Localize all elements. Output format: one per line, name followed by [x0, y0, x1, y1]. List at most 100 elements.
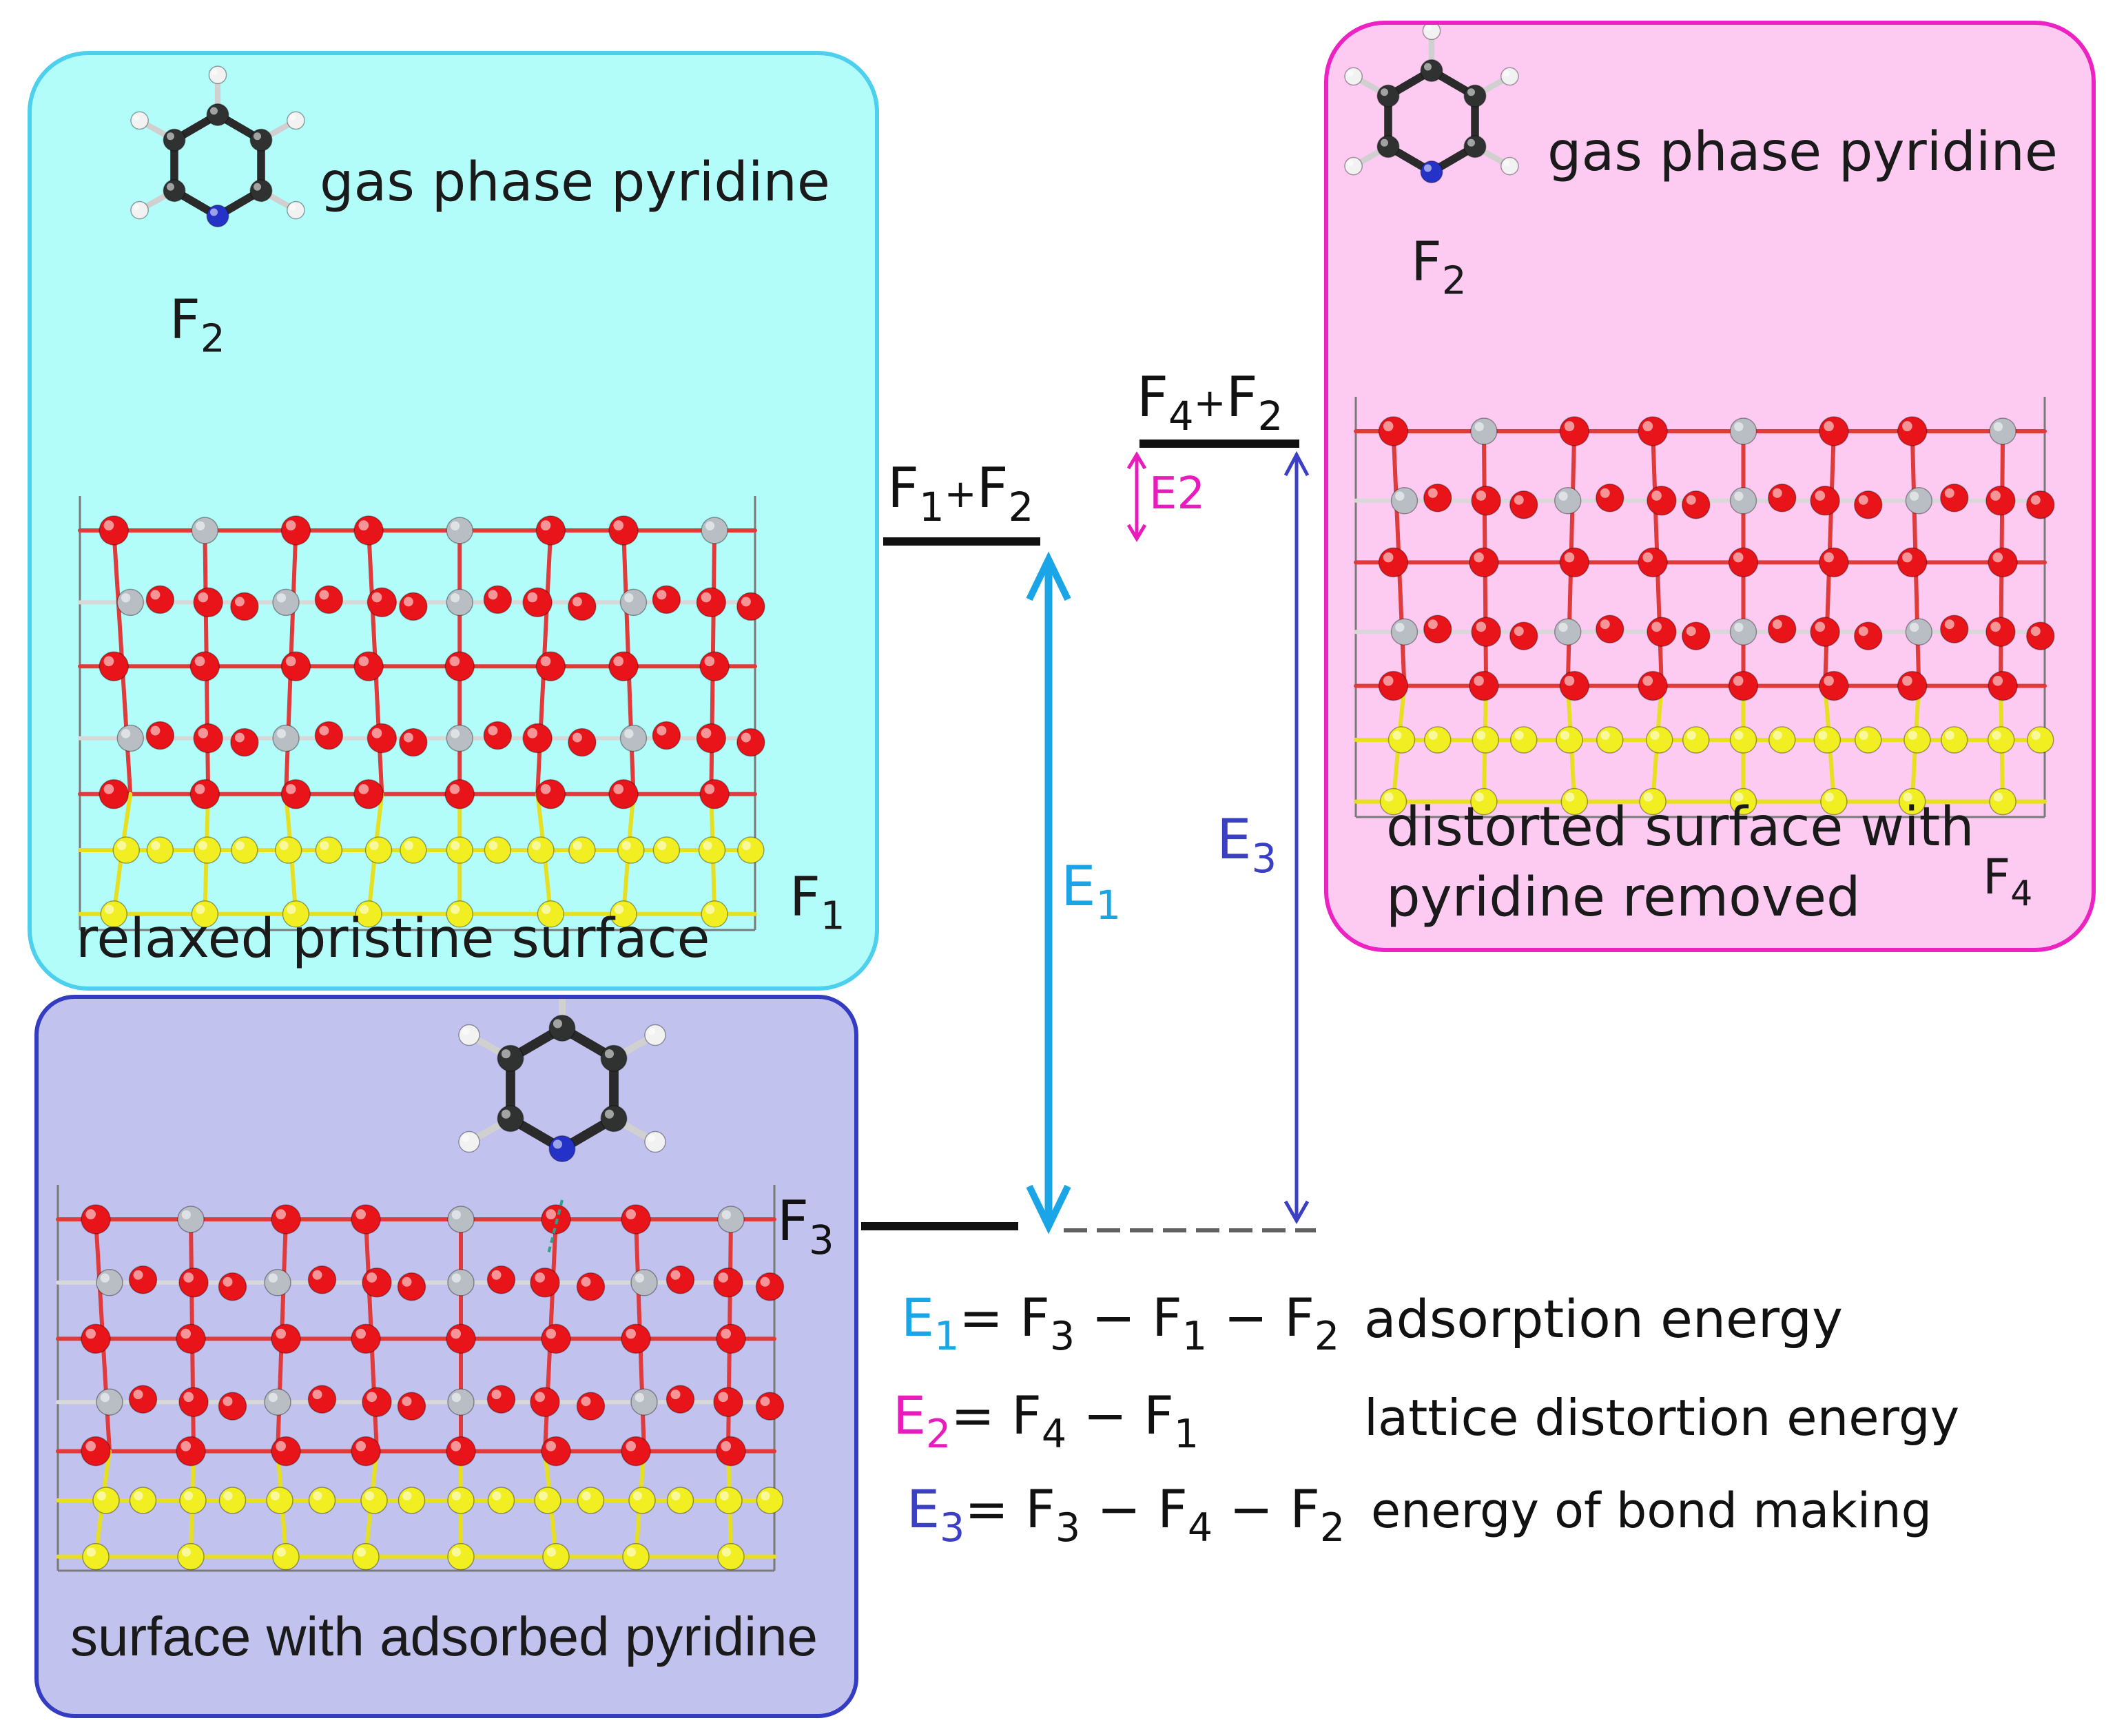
- oxygen-atom: [530, 1268, 560, 1298]
- metal-atom: [717, 1206, 745, 1233]
- oxygen-atom: [755, 1272, 785, 1301]
- gas-phase-symbol: F2: [169, 289, 225, 362]
- oxygen-atom: [755, 1392, 785, 1420]
- sulfur-atom: [308, 1487, 336, 1514]
- carbon-atom: [600, 1105, 628, 1133]
- hydrogen-atom: [130, 111, 149, 130]
- carbon-atom: [497, 1105, 524, 1133]
- pristine-caption: relaxed pristine surface: [76, 908, 710, 970]
- oxygen-atom: [1559, 670, 1590, 701]
- metal-atom: [116, 588, 144, 617]
- distorted-caption-line2: pyridine removed: [1386, 867, 1861, 929]
- e2-label: E2: [1149, 468, 1206, 519]
- sulfur-atom: [652, 836, 681, 864]
- oxygen-atom: [483, 721, 513, 750]
- oxygen-atom: [176, 1323, 206, 1354]
- oxygen-atom: [280, 515, 311, 546]
- oxygen-atom: [397, 1272, 426, 1301]
- sulfur-atom: [191, 900, 219, 928]
- sulfur-atom: [737, 836, 765, 864]
- oxygen-atom: [1985, 486, 2016, 516]
- metal-atom: [116, 724, 144, 752]
- sulfur-atom: [82, 1542, 110, 1571]
- panel-pristine-surface: gas phase pyridine F2 F1 relaxed pristin…: [28, 51, 879, 991]
- oxygen-atom: [1378, 416, 1409, 446]
- sulfur-atom: [577, 1487, 605, 1514]
- gas-phase-symbol: F2: [1411, 231, 1467, 304]
- sulfur-atom: [698, 836, 726, 864]
- hydrogen-atom: [1500, 156, 1519, 176]
- sulfur-atom: [1989, 787, 2016, 816]
- hydrogen-atom: [458, 1130, 480, 1153]
- oxygen-atom: [351, 1436, 381, 1467]
- e2-arrowhead-top: [1126, 451, 1147, 470]
- oxygen-atom: [362, 1387, 392, 1417]
- oxygen-atom: [314, 721, 344, 750]
- sulfur-atom: [715, 1487, 743, 1514]
- e1-arrowhead-bottom: [1026, 1184, 1071, 1234]
- oxygen-atom: [1647, 486, 1677, 516]
- e1-label: E1: [1061, 854, 1122, 929]
- oxygen-atom: [736, 727, 765, 757]
- carbon-atom: [1463, 84, 1487, 107]
- oxygen-atom: [1559, 547, 1590, 578]
- oxygen-atom: [699, 651, 730, 681]
- metal-atom: [1470, 417, 1498, 445]
- oxygen-atom: [218, 1392, 247, 1420]
- carbon-atom: [249, 179, 273, 203]
- equation-e1: E1= F3 − F1 − F2: [901, 1287, 1340, 1359]
- oxygen-atom: [307, 1385, 337, 1414]
- oxygen-atom: [713, 1387, 743, 1417]
- oxygen-atom: [1897, 416, 1928, 446]
- sulfur-atom: [1941, 726, 1968, 754]
- oxygen-atom: [271, 1204, 301, 1234]
- sulfur-atom: [542, 1542, 570, 1571]
- metal-atom: [1905, 618, 1933, 645]
- oxygen-atom: [99, 779, 129, 809]
- metal-atom: [630, 1269, 658, 1296]
- sulfur-atom: [447, 1487, 475, 1514]
- oxygen-atom: [2026, 621, 2055, 650]
- oxygen-atom: [699, 779, 730, 809]
- oxygen-atom: [1471, 486, 1501, 516]
- carbon-atom: [600, 1044, 628, 1072]
- metal-atom: [619, 724, 648, 752]
- sulfur-atom: [1987, 726, 2015, 754]
- metal-atom: [1390, 618, 1418, 645]
- oxygen-atom: [1509, 490, 1538, 519]
- sulfur-atom: [1729, 787, 1757, 816]
- hydrogen-atom: [208, 65, 227, 85]
- sulfur-atom: [1682, 726, 1710, 754]
- oxygen-atom: [128, 1265, 158, 1294]
- hydrogen-atom: [1500, 67, 1519, 86]
- sulfur-atom: [447, 1542, 475, 1571]
- sulfur-atom: [1472, 726, 1500, 754]
- oxygen-atom: [576, 1392, 606, 1420]
- metal-atom: [96, 1388, 123, 1416]
- oxygen-atom: [522, 587, 553, 618]
- sulfur-atom: [1855, 726, 1882, 754]
- hydrogen-atom: [287, 111, 305, 130]
- sulfur-atom: [1424, 726, 1452, 754]
- hydrogen-atom: [644, 1130, 666, 1153]
- crystal-slab-structure: [78, 496, 765, 931]
- sulfur-atom: [400, 836, 427, 864]
- e2-arrowhead-bottom: [1126, 524, 1147, 542]
- sulfur-atom: [1904, 726, 1931, 754]
- carbon-atom: [206, 103, 229, 126]
- oxygen-atom: [189, 779, 220, 809]
- hydrogen-atom: [1344, 67, 1363, 86]
- carbon-atom: [1376, 135, 1400, 158]
- metal-atom: [446, 517, 473, 544]
- sulfur-atom: [274, 836, 302, 864]
- oxygen-atom: [446, 1436, 476, 1467]
- oxygen-atom: [530, 1387, 560, 1417]
- distorted-caption-line1: distorted surface with: [1386, 796, 1974, 858]
- oxygen-atom: [1768, 614, 1797, 643]
- e3-arrowhead-bottom: [1283, 1200, 1310, 1225]
- sulfur-atom: [2027, 726, 2054, 754]
- sulfur-atom: [487, 1487, 515, 1514]
- oxygen-atom: [1897, 547, 1928, 578]
- carbon-atom: [249, 128, 273, 152]
